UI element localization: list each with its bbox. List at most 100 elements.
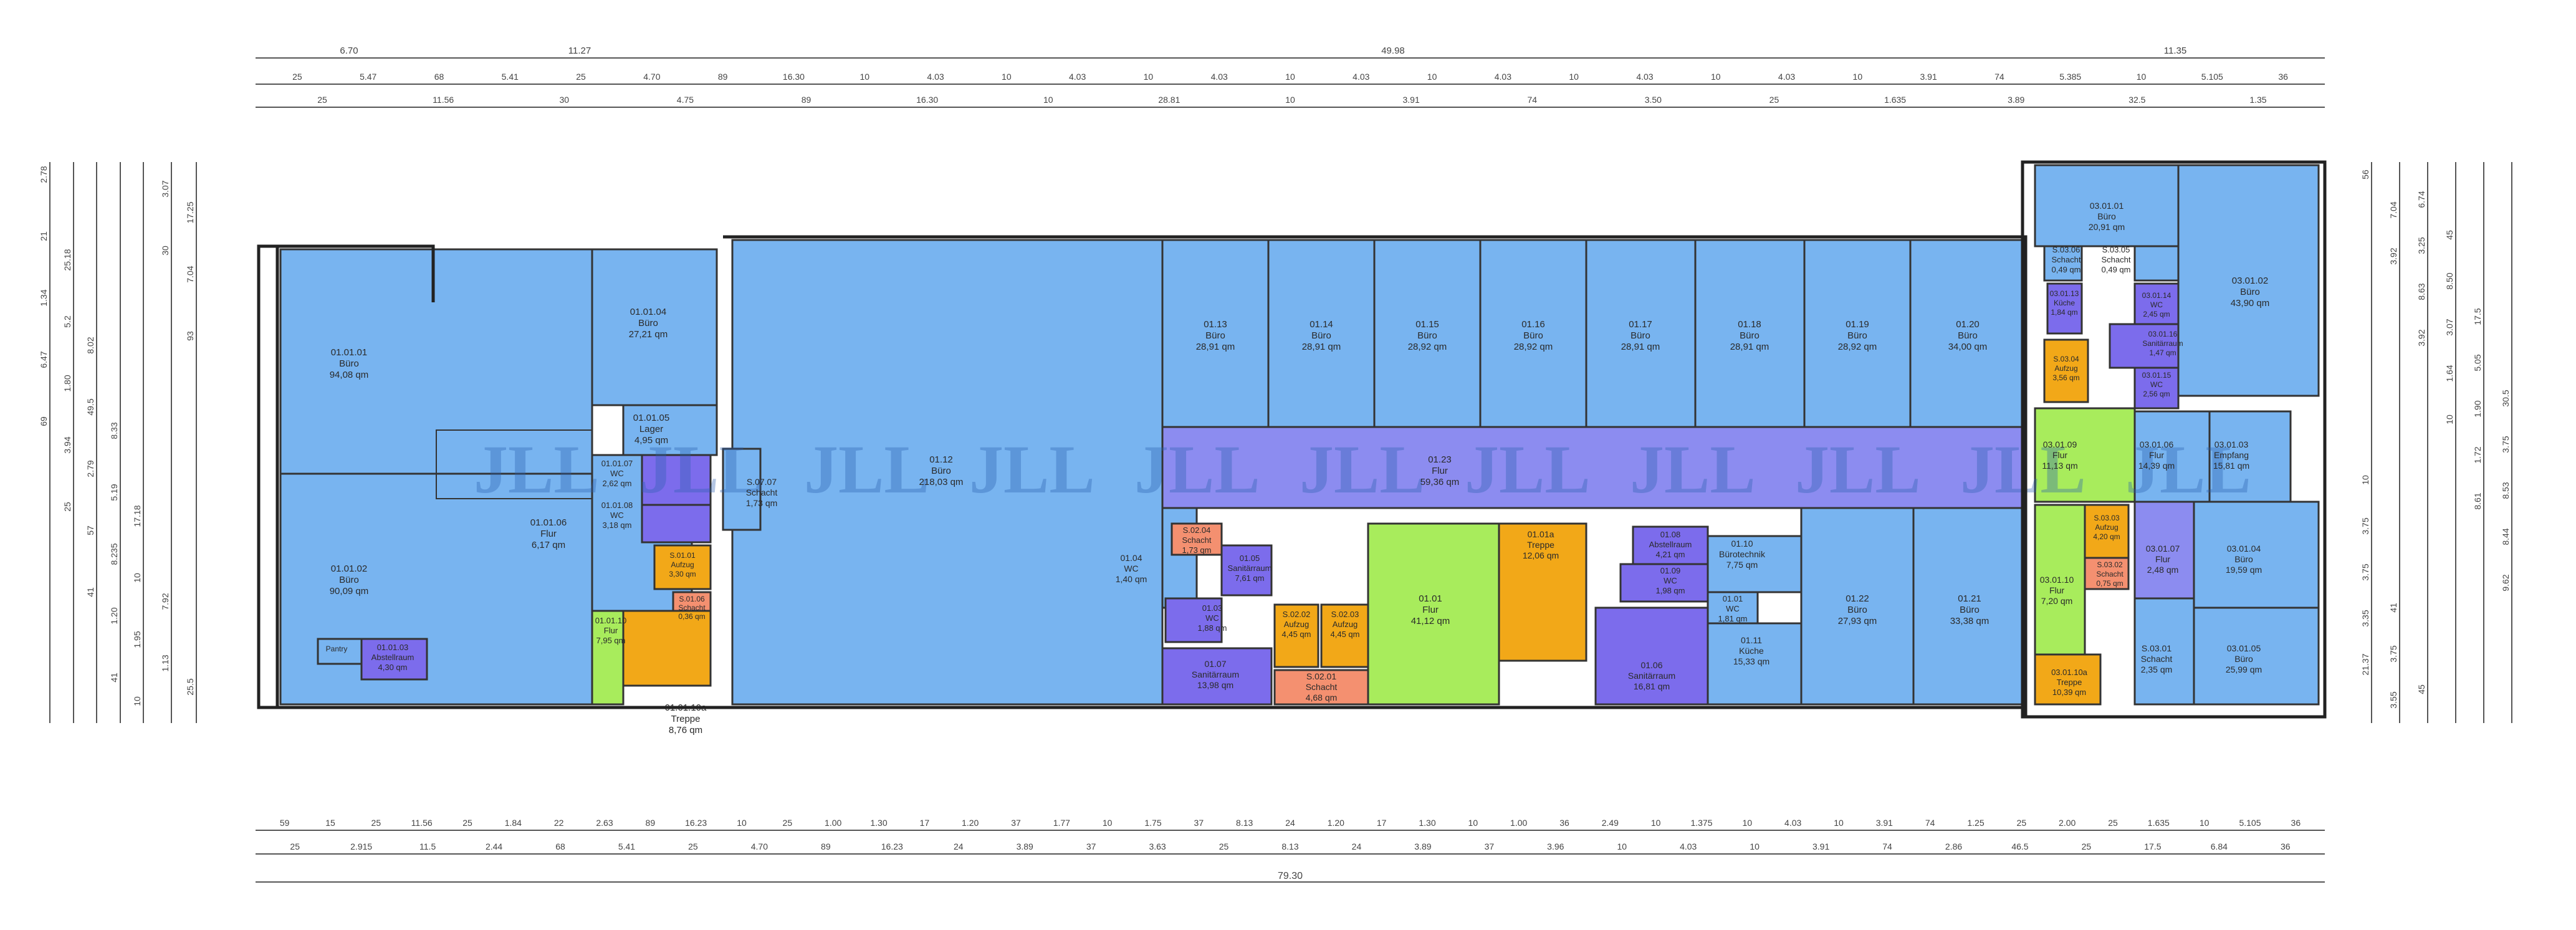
dim-bottom-1-4: 25 [462,818,472,828]
top-dimensions [256,57,2325,108]
label-03-01-03: 03.01.03 Empfang 15,81 qm [2213,439,2249,471]
svg-text:03.01.10: 03.01.10 [2040,575,2074,585]
svg-text:Sanitärraum: Sanitärraum [2142,339,2183,348]
room-labels: 01.01.01 Büro 94,08 qm 01.01.04 Büro 27,… [326,201,2270,736]
dim-bottom-2-4: 68 [555,841,565,851]
dim-right-15: 3.07 [2444,319,2454,335]
dim-left-2: 8.02 [85,337,95,353]
dim-bottom-total: 79.30 [1278,871,1303,881]
svg-text:1,98 qm: 1,98 qm [1656,586,1685,595]
dim-right-29: 30.5 [2501,390,2511,406]
dim-bottom-1-18: 10 [1103,818,1113,828]
svg-text:Schacht: Schacht [2052,255,2081,264]
dim-bottom-1-7: 2.63 [596,818,613,828]
dim-bottom-2-27: 25 [2082,841,2092,851]
dim-bottom-2-3: 2.44 [486,841,502,851]
label-01-14: 01.14 Büro 28,91 qm [1302,319,1341,352]
dim-top-2-25: 5.385 [2059,72,2081,82]
dim-left-31: 41 [109,673,119,683]
svg-text:Schacht: Schacht [2141,654,2173,664]
svg-text:3,18 qm: 3,18 qm [603,520,632,530]
dim-bottom-1-24: 17 [1377,818,1387,828]
svg-text:01.05: 01.05 [1240,554,1260,563]
room-01-16 [1479,239,1587,428]
svg-text:01.20: 01.20 [1956,319,1980,330]
room-03-01-10 [2034,504,2086,656]
svg-text:S.01.06: S.01.06 [679,595,705,603]
jll-logo-6: JLL [1465,431,1591,507]
svg-text:Sanitärraum: Sanitärraum [1228,563,1272,573]
svg-text:33,38 qm: 33,38 qm [1950,616,1989,626]
label-03-01-07: 03.01.07 Flur 2,48 qm [2146,544,2180,575]
svg-text:8,76 qm: 8,76 qm [669,725,702,736]
dim-bottom-1-16: 37 [1011,818,1021,828]
dim-right-20: 6.74 [2416,191,2426,208]
dim-top-2-12: 10 [1144,72,1154,82]
svg-text:01.12: 01.12 [929,454,953,465]
svg-text:01.01.10: 01.01.10 [595,616,627,625]
label-03-01-16: 03.01.16 Sanitärraum 1,47 qm [2142,330,2183,357]
label-s-03-05: S.03.05 Schacht 0,49 qm [2102,245,2131,274]
svg-text:01.14: 01.14 [1310,319,1333,330]
dim-top-2-11: 4.03 [1069,72,1086,82]
dim-left-5: 7.92 [160,593,170,610]
dim-bottom-1-25: 1.30 [1419,818,1435,828]
jll-logo-1: JLL [639,431,765,507]
label-s-01-06: S.01.06 Schacht 0,36 qm [678,595,706,621]
svg-text:Lager: Lager [639,424,663,434]
svg-text:S.03.06: S.03.06 [2052,245,2080,254]
dim-top-3-7: 28.81 [1158,95,1180,105]
svg-text:13,98 qm: 13,98 qm [1197,680,1233,690]
dim-top-2-1: 5.47 [360,72,376,82]
dim-bottom-2-9: 16.23 [881,841,903,851]
room-03-01-07 [2133,501,2195,600]
svg-text:Schacht: Schacht [2102,255,2131,264]
svg-text:WC: WC [1664,576,1677,585]
room-s-01-01 [653,544,712,590]
label-01-01-05: 01.01.05 Lager 4,95 qm [633,413,669,446]
dim-left-9: 49.5 [85,398,95,415]
label-01-01: 01.01 Flur 41,12 qm [1411,593,1450,626]
label-01-07: 01.07 Sanitärraum 13,98 qm [1192,659,1239,690]
room-01-01-10a [622,610,712,687]
svg-text:01.01.01: 01.01.01 [331,347,367,358]
jll-logo-10: JLL [2125,431,2251,507]
svg-text:2,48 qm: 2,48 qm [2147,565,2179,575]
dim-top-3-15: 32.5 [2128,95,2145,105]
room-01-01-flur [1367,522,1500,706]
svg-text:1,73 qm: 1,73 qm [746,498,778,508]
svg-text:4,20 qm: 4,20 qm [2093,532,2120,541]
label-01-22: 01.22 Büro 27,93 qm [1838,593,1877,626]
svg-text:28,91 qm: 28,91 qm [1621,342,1660,352]
dim-left-14: 1.34 [39,289,49,306]
left-wing [279,248,718,706]
dim-bottom-1-35: 3.91 [1876,818,1893,828]
dim-right-0: 56 [2360,170,2370,180]
dim-bottom-2-5: 5.41 [618,841,635,851]
svg-text:11,13 qm: 11,13 qm [2042,461,2077,471]
label-01-10: 01.10 Bürotechnik 7,75 qm [1719,539,1766,570]
svg-text:94,08 qm: 94,08 qm [330,370,369,380]
svg-text:01.08: 01.08 [1660,530,1681,539]
dim-top-2-19: 4.03 [1636,72,1653,82]
svg-text:Büro: Büro [931,466,951,476]
dim-top-3-0: 25 [317,95,327,105]
svg-text:Aufzug: Aufzug [671,560,694,569]
svg-text:Büro: Büro [638,318,658,328]
svg-text:Büro: Büro [1847,605,1867,615]
dim-top-3-2: 30 [560,95,570,105]
room-01-01-wc [1707,591,1759,625]
svg-text:Büro: Büro [1523,330,1543,341]
svg-text:01.09: 01.09 [1660,566,1681,575]
svg-text:218,03 qm: 218,03 qm [919,477,964,487]
dim-bottom-1-21: 8.13 [1236,818,1253,828]
dim-bottom-1-14: 17 [920,818,930,828]
dim-bottom-1-9: 16.23 [685,818,707,828]
room-01-15 [1373,239,1482,428]
dim-bottom-2-19: 3.96 [1547,841,1564,851]
dim-bottom-1-30: 10 [1651,818,1661,828]
room-03-01-10a [2034,653,2102,706]
label-01-06: 01.06 Sanitärraum 16,81 qm [1628,660,1675,691]
svg-text:Treppe: Treppe [671,714,701,724]
room-01-03 [1164,597,1223,643]
